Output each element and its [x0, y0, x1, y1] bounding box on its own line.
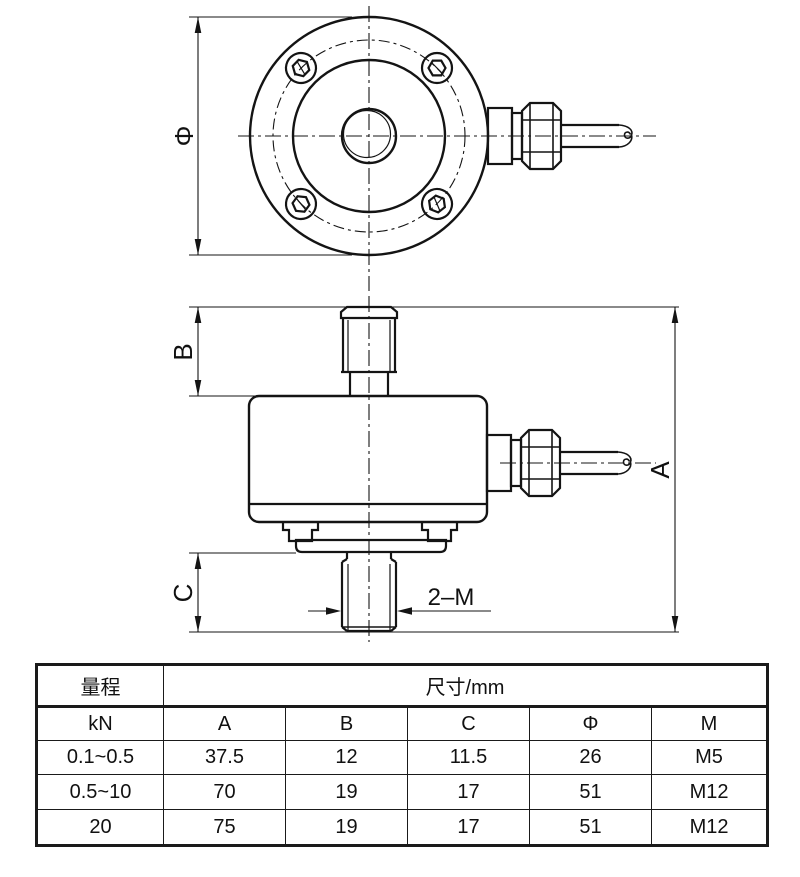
table-cell: 75	[163, 809, 286, 846]
col-phi-cell: Φ	[529, 706, 652, 741]
table-cell: 19	[285, 774, 408, 810]
bolt-top-left	[281, 48, 321, 88]
range-header-cell: 量程	[36, 664, 164, 708]
table-cell: 51	[529, 774, 652, 810]
technical-drawing: Φ	[168, 6, 679, 642]
col-b-cell: B	[285, 706, 408, 741]
center-hole-chamfer	[342, 109, 392, 159]
dimension-diameter: Φ	[169, 16, 352, 256]
top-view: Φ	[169, 6, 656, 291]
table-cell: M12	[650, 774, 769, 810]
table-cell: 20	[36, 809, 164, 846]
table-row: 0.1~0.5 37.5 12 11.5 26 M5	[36, 740, 769, 775]
table-cell: 26	[529, 740, 652, 775]
a-label: A	[645, 461, 675, 479]
side-view: B C A 2–M	[168, 296, 679, 642]
b-label: B	[168, 343, 198, 360]
bolt-bottom-left	[283, 186, 319, 222]
dims-header-cell: 尺寸/mm	[162, 664, 769, 708]
table-cell: M5	[650, 740, 769, 775]
dimension-c: C	[168, 553, 202, 632]
table-unit-row: kN A B C Φ M	[36, 706, 769, 741]
bolt-top-right	[420, 51, 454, 85]
dimension-table: 量程 尺寸/mm kN A B C Φ M 0.1~0.5 37.5 12 11…	[35, 663, 770, 847]
dimension-a: A	[645, 307, 679, 632]
col-a-cell: A	[163, 706, 286, 741]
table-cell: 11.5	[407, 740, 530, 775]
table-cell: 17	[407, 774, 530, 810]
unit-cell: kN	[36, 706, 164, 741]
bottom-flange	[281, 522, 459, 554]
dimension-b: B	[168, 307, 202, 396]
table-cell: 0.5~10	[36, 774, 164, 810]
table-cell: 17	[407, 809, 530, 846]
thread-spec-label: 2–M	[428, 584, 475, 611]
table-row: 0.5~10 70 19 17 51 M12	[36, 774, 769, 810]
table-cell: 0.1~0.5	[36, 740, 164, 775]
table-cell: 12	[285, 740, 408, 775]
table-row: 20 75 19 17 51 M12	[36, 809, 769, 846]
bottom-stud	[340, 552, 398, 633]
table-cell: 51	[529, 809, 652, 846]
diameter-label: Φ	[169, 126, 199, 147]
table-cell: 70	[163, 774, 286, 810]
col-m-cell: M	[650, 706, 769, 741]
thread-callout: 2–M	[308, 584, 491, 615]
table-cell: 37.5	[163, 740, 286, 775]
c-label: C	[168, 584, 198, 603]
table-cell: 19	[285, 809, 408, 846]
table-header-row: 量程 尺寸/mm	[36, 664, 769, 708]
col-c-cell: C	[407, 706, 530, 741]
table-cell: M12	[650, 809, 769, 846]
